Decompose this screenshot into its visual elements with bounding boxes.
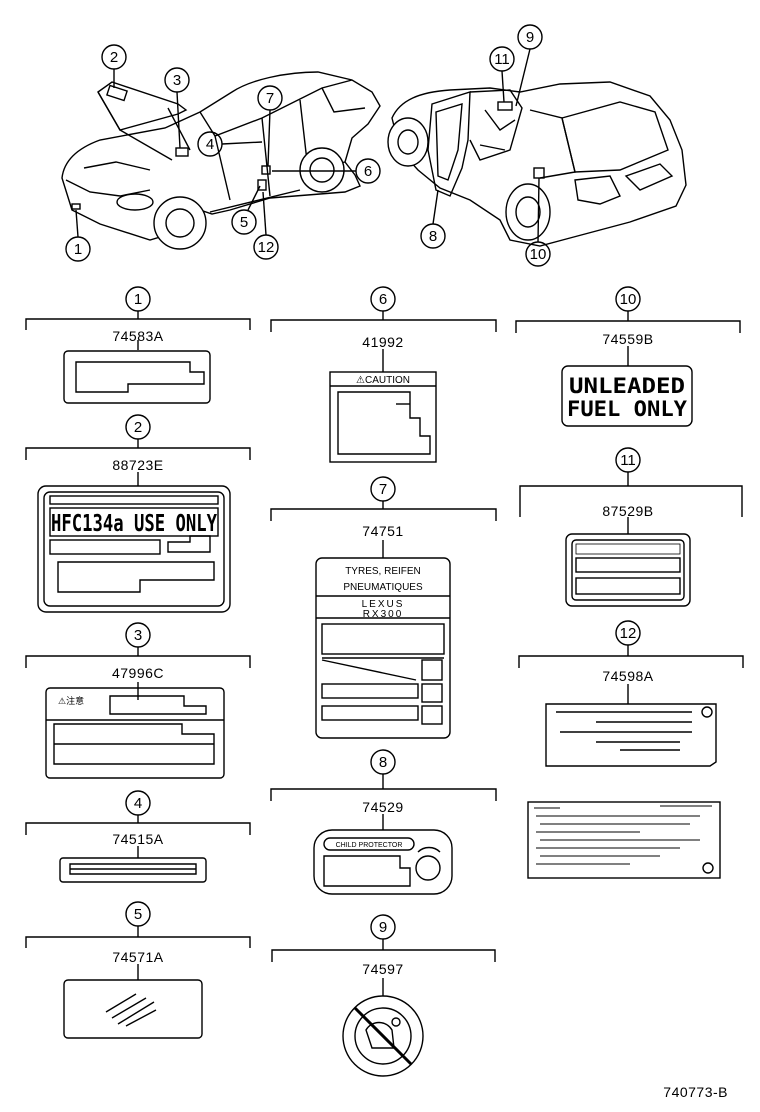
tyre-label-line-1: TYRES, REIFEN — [345, 566, 421, 577]
callout-7-text: 7 — [266, 90, 274, 107]
top-callouts — [65, 24, 551, 267]
extra-label-sheet — [527, 801, 721, 879]
section-5 — [25, 901, 251, 1039]
section-11-callout: 11 — [620, 452, 636, 469]
section-6 — [270, 286, 497, 463]
section-11 — [519, 447, 743, 607]
section-5-callout: 5 — [134, 906, 142, 923]
callout-4-text: 4 — [206, 136, 214, 153]
part-no-74559B: 74559B — [602, 331, 653, 347]
section-1 — [25, 286, 251, 404]
part-no-74515A: 74515A — [112, 831, 163, 847]
callout-3-text: 3 — [173, 72, 181, 89]
section-9 — [271, 914, 496, 1077]
section-7 — [270, 476, 497, 739]
front-car-illustration — [61, 71, 381, 250]
part-no-74571A: 74571A — [112, 949, 163, 965]
caution-label-text: ⚠CAUTION — [356, 375, 410, 386]
section-8-callout: 8 — [379, 754, 387, 771]
part-no-74598A: 74598A — [602, 668, 653, 684]
section-2-callout: 2 — [134, 419, 142, 436]
section-3 — [25, 622, 251, 779]
callout-12-text: 12 — [258, 239, 275, 256]
callout-1-text: 1 — [74, 241, 82, 258]
tyre-label-line-2: PNEUMATIQUES — [343, 582, 423, 593]
part-no-88723E: 88723E — [112, 457, 163, 473]
section-12 — [518, 620, 744, 879]
callout-6-text: 6 — [364, 163, 372, 180]
callout-11-text: 11 — [494, 51, 510, 68]
section-4-callout: 4 — [134, 795, 142, 812]
callout-9-text: 9 — [526, 29, 534, 46]
part-no-47996C: 47996C — [112, 665, 164, 681]
section-4 — [25, 790, 251, 883]
unleaded-line-2: FUEL ONLY — [567, 397, 687, 421]
section-7-callout: 7 — [379, 481, 387, 498]
tyre-label-line-4: RX300 — [363, 609, 404, 620]
section-6-callout: 6 — [379, 291, 387, 308]
hfc134a-label-text: HFC134a USE ONLY — [51, 511, 217, 537]
section-1-callout: 1 — [134, 291, 142, 308]
diagram-code: 740773-B — [663, 1084, 728, 1100]
part-no-41992: 41992 — [362, 334, 403, 350]
section-10 — [515, 286, 741, 427]
callout-2-text: 2 — [110, 49, 118, 66]
rear-car-illustration — [387, 81, 687, 247]
part-no-74583A: 74583A — [112, 328, 163, 344]
section-9-callout: 9 — [379, 919, 387, 936]
callout-8-text: 8 — [429, 228, 437, 245]
section-8 — [270, 749, 497, 895]
part-no-87529B: 87529B — [602, 503, 653, 519]
section-12-callout: 12 — [620, 625, 637, 642]
section-3-callout: 3 — [134, 627, 142, 644]
tyre-label-line-3: LEXUS — [362, 599, 405, 610]
child-protector-text: CHILD PROTECTOR — [336, 842, 403, 849]
callout-5 — [231, 209, 257, 235]
part-no-74597: 74597 — [362, 961, 403, 977]
section-10-callout: 10 — [620, 291, 637, 308]
unleaded-line-1: UNLEADED — [569, 374, 685, 398]
part-no-74751: 74751 — [362, 523, 403, 539]
caution-jp-text: ⚠注意 — [58, 695, 84, 706]
part-no-74529: 74529 — [362, 799, 403, 815]
callout-10-text: 10 — [530, 246, 547, 263]
section-2 — [25, 414, 251, 613]
callout-5-text: 5 — [240, 214, 248, 231]
